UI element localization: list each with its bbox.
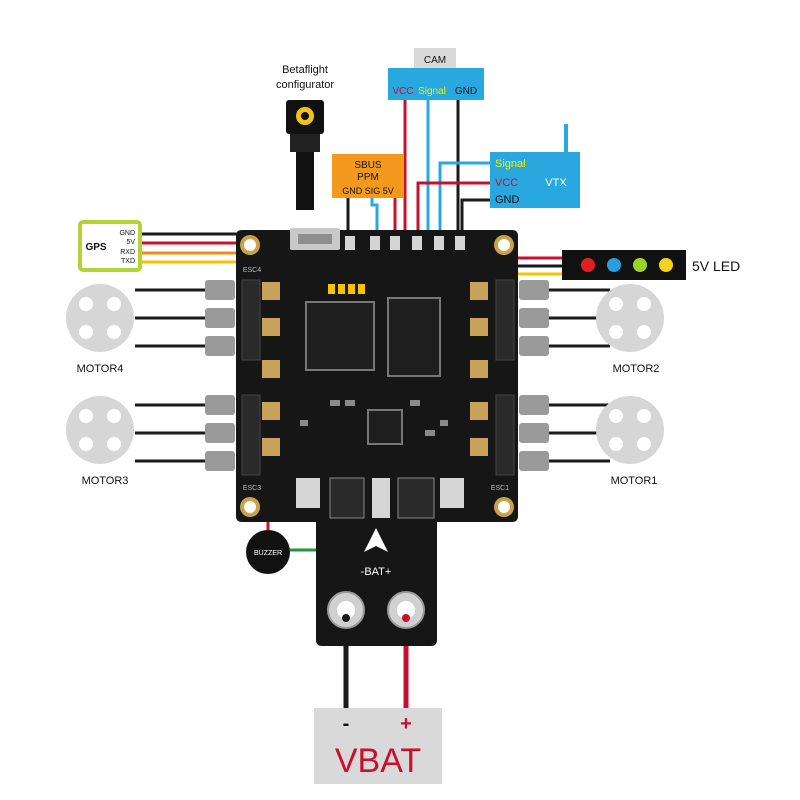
gps-pin-txd: TXD — [121, 258, 135, 265]
vtx-vcc-wire — [416, 181, 492, 248]
vtx-signal-wire — [438, 161, 492, 248]
vtx-module: Signal VCC GND VTX — [490, 124, 580, 208]
vtx-gnd-label: GND — [495, 194, 520, 206]
motor2-label: MOTOR2 — [613, 363, 660, 375]
buzzer: BUZZER — [246, 530, 290, 574]
mcu-chip — [305, 301, 375, 371]
cam-signal-label: Signal — [418, 86, 446, 97]
motor3-label: MOTOR3 — [82, 475, 129, 487]
vbat-minus: - — [343, 713, 350, 735]
gps-pin-gnd: GND — [119, 230, 135, 237]
gps-box — [78, 220, 142, 272]
motor3: MOTOR3 — [66, 396, 134, 487]
esc-chip — [387, 297, 441, 377]
cam-gnd-label: GND — [455, 86, 477, 97]
sbus-pins-label: GND SIG 5V — [342, 186, 394, 196]
betaflight-label-line2: configurator — [276, 79, 334, 91]
gps-pin-5v: 5V — [126, 239, 135, 246]
motor1-icon — [596, 396, 664, 464]
vbat-plus: + — [400, 713, 412, 735]
cam-box — [388, 68, 484, 100]
cam-vcc-label: VCC — [392, 86, 413, 97]
vbat-label: VBAT — [335, 742, 421, 780]
buzzer-icon — [246, 530, 290, 574]
motor1: MOTOR1 — [596, 396, 664, 487]
led-label: 5V LED — [692, 258, 740, 274]
vbat-box — [314, 708, 442, 784]
motor2-icon — [596, 284, 664, 352]
led-strip: 5V LED — [562, 250, 740, 280]
gyro-chip — [367, 409, 403, 445]
buzzer-label: BUZZER — [254, 550, 282, 557]
betaflight-connector: Betaflight configurator — [276, 64, 334, 152]
gps-pin-rxd: RXD — [120, 249, 135, 256]
esc1-label: ESC1 — [491, 485, 509, 492]
gps-name: GPS — [85, 242, 106, 253]
motor2: MOTOR2 — [596, 284, 664, 375]
ppm-label: PPM — [357, 172, 379, 183]
sbus-label: SBUS — [354, 160, 382, 171]
usb-cable — [296, 150, 314, 210]
led-blue — [607, 258, 621, 272]
motor4-icon — [66, 284, 134, 352]
motor4-label: MOTOR4 — [77, 363, 124, 375]
betaflight-label-line1: Betaflight — [282, 64, 328, 76]
bat-label: -BAT+ — [361, 566, 392, 578]
sbus-sig-wire — [370, 198, 379, 248]
vtx-box — [490, 152, 580, 208]
cam-title: CAM — [424, 55, 446, 66]
battery: - + VBAT — [314, 708, 442, 784]
vtx-signal-label: Signal — [495, 158, 526, 170]
motor3-icon — [66, 396, 134, 464]
led-red — [581, 258, 595, 272]
sbus-box — [332, 154, 404, 198]
vtx-name: VTX — [545, 177, 567, 189]
receiver-connector: SBUS PPM GND SIG 5V — [332, 154, 404, 198]
esc3-label: ESC3 — [243, 485, 261, 492]
camera-connector: CAM VCC Signal GND — [388, 48, 484, 100]
led-yellow — [659, 258, 673, 272]
direction-arrow-icon — [364, 528, 388, 552]
motor1-label: MOTOR1 — [611, 475, 658, 487]
gps-module: GPS GND 5V RXD TXD — [78, 220, 142, 272]
flight-controller-board: -BAT+ ESC1 ESC3 ESC4 — [205, 228, 549, 646]
vtx-vcc-label: VCC — [495, 177, 518, 189]
motor4-wires — [135, 288, 215, 348]
motor3-wires — [135, 403, 215, 463]
esc4-label: ESC4 — [243, 267, 261, 274]
motor4: MOTOR4 — [66, 284, 134, 375]
led-green — [633, 258, 647, 272]
